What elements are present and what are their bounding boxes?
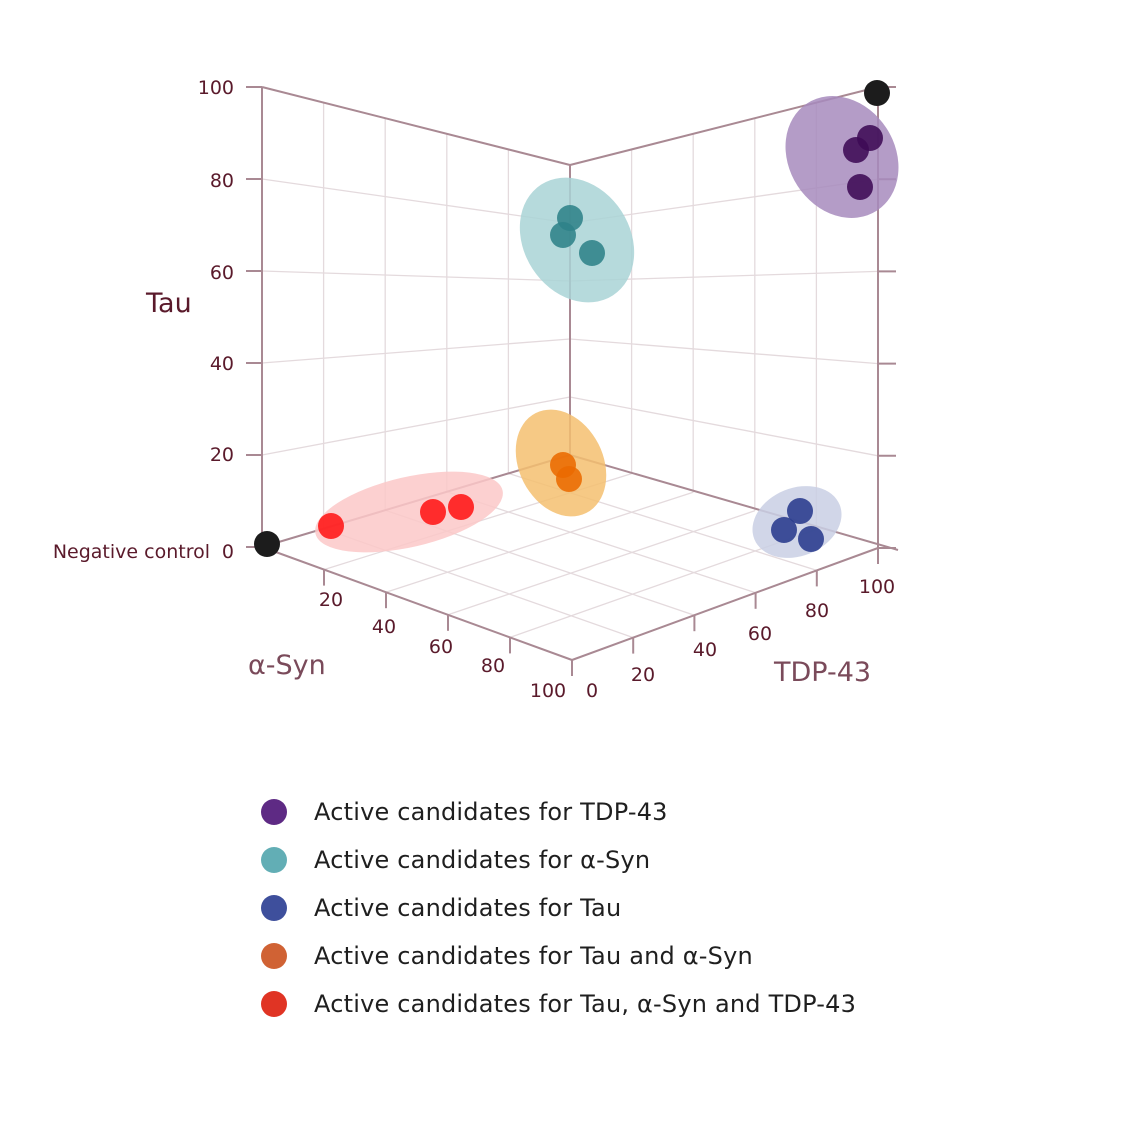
tdp43-tick-0: 0: [586, 680, 598, 702]
tdp43-tick-80: 80: [805, 600, 829, 622]
tdp43-axis-title: TDP-43: [773, 657, 871, 688]
asyn-tick-100: 100: [530, 680, 566, 702]
grid-line: [261, 270, 571, 282]
asyn-tick-40: 40: [372, 616, 396, 638]
grid-line: [446, 491, 756, 594]
legend-dot-icon: [261, 943, 287, 969]
tau-tick-100: 100: [198, 77, 234, 99]
legend: Active candidates for TDP-43 Active cand…: [258, 788, 958, 1028]
tau-tick-40: 40: [210, 353, 234, 375]
tau-tick-60: 60: [210, 262, 234, 284]
cluster-ellipse: [315, 471, 503, 553]
legend-item-tau: Active candidates for Tau: [258, 884, 958, 932]
cluster-ellipses: [315, 96, 899, 558]
grid-line: [569, 396, 879, 457]
legend-item-tdp43: Active candidates for TDP-43: [258, 788, 958, 836]
asyn-axis-line: [261, 546, 573, 661]
negative-control-point: [254, 531, 280, 557]
asyn-tick-20: 20: [319, 589, 343, 611]
legend-label: Active candidates for Tau, α-Syn and TDP…: [314, 990, 857, 1018]
data-point: [448, 494, 474, 520]
floor-back-right-edge: [569, 454, 899, 551]
top-left-edge: [261, 86, 571, 166]
data-point: [771, 517, 797, 543]
tdp43-axis-line: [571, 547, 879, 661]
data-point: [550, 222, 576, 248]
legend-item-tau-asyn: Active candidates for Tau and α-Syn: [258, 932, 958, 980]
legend-label: Active candidates for α-Syn: [314, 846, 651, 874]
grid-line: [569, 338, 879, 365]
grid-line: [261, 338, 571, 364]
negative-control-label: Negative control: [53, 541, 210, 563]
grid-line: [385, 491, 694, 593]
axis-ticks: [246, 86, 896, 676]
legend-dot-icon: [261, 799, 287, 825]
asyn-axis-title: α-Syn: [248, 650, 326, 681]
legend-dot-icon: [261, 895, 287, 921]
tdp43-tick-60: 60: [748, 623, 772, 645]
legend-dot-icon: [261, 991, 287, 1017]
legend-dot-icon: [261, 847, 287, 873]
data-point: [843, 137, 869, 163]
data-point: [420, 499, 446, 525]
data-point: [579, 240, 605, 266]
asyn-tick-80: 80: [481, 655, 505, 677]
legend-label: Active candidates for TDP-43: [314, 798, 668, 826]
grid-line: [447, 510, 756, 616]
data-point: [847, 174, 873, 200]
data-point: [798, 526, 824, 552]
grid-line: [261, 178, 571, 224]
tdp43-tick-40: 40: [693, 639, 717, 661]
asyn-tick-60: 60: [429, 636, 453, 658]
cluster-ellipse: [519, 177, 635, 303]
tau-axis-title: Tau: [145, 288, 192, 319]
tdp43-tick-100: 100: [859, 576, 895, 598]
negative-control-point: [864, 80, 890, 106]
tau-tick-80: 80: [210, 170, 234, 192]
legend-item-asyn: Active candidates for α-Syn: [258, 836, 958, 884]
legend-label: Active candidates for Tau: [314, 894, 622, 922]
legend-item-tau-asyn-tdp43: Active candidates for Tau, α-Syn and TDP…: [258, 980, 958, 1028]
tdp43-tick-20: 20: [631, 664, 655, 686]
grid-line: [261, 396, 571, 456]
data-point: [787, 498, 813, 524]
tau-tick-0: 0: [222, 541, 234, 563]
data-point: [318, 513, 344, 539]
3d-scatter-chart: 100 80 60 40 20 0 Negative control 20 40…: [53, 77, 899, 702]
data-points: [254, 80, 890, 557]
cluster-ellipse: [785, 96, 899, 218]
data-point: [556, 466, 582, 492]
legend-label: Active candidates for Tau and α-Syn: [314, 942, 753, 970]
tau-tick-20: 20: [210, 444, 234, 466]
